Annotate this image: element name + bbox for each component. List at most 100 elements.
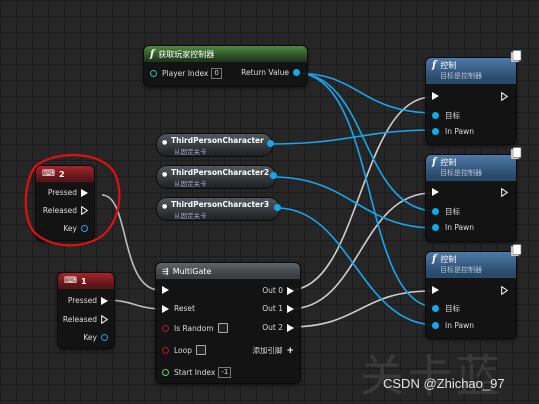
in-pawn-pin[interactable] (432, 128, 439, 135)
ref-output-pin[interactable] (274, 204, 281, 211)
start-index-pin[interactable] (162, 369, 169, 376)
function-icon: f (432, 254, 437, 265)
target-row: 目标 (432, 303, 460, 314)
exec-out-row (501, 92, 508, 101)
reset-row: Reset (162, 304, 195, 313)
key-row: Key (63, 224, 88, 233)
pressed-exec-pin[interactable] (101, 296, 108, 305)
possess-node-1[interactable]: f 控制 目标是控制器 目标 In Pawn (426, 50, 522, 144)
exec-in-row (432, 188, 439, 196)
key-label: Key (63, 224, 77, 233)
add-pin-label: 添加引脚 (252, 346, 283, 355)
is-random-pin[interactable] (162, 324, 169, 332)
in-pawn-row: In Pawn (432, 127, 474, 136)
reset-label: Reset (174, 304, 195, 313)
key-label: Key (83, 333, 97, 342)
node-subtitle: 目标是控制器 (440, 169, 482, 177)
player-index-pin[interactable] (150, 70, 157, 77)
exec-wire-out2 (289, 290, 433, 328)
is-random-checkbox[interactable] (217, 323, 228, 333)
key-output-pin[interactable] (81, 225, 88, 232)
loop-checkbox[interactable] (196, 345, 206, 355)
released-row: Released (43, 206, 88, 215)
ref-title: ThirdPersonCharacter (171, 136, 264, 145)
red-annotation-circle (24, 154, 121, 247)
exec-wire-key2-to-multigate (101, 194, 161, 291)
exec-input-pin[interactable] (432, 92, 439, 100)
target-pin[interactable] (432, 305, 439, 312)
player-index-row: Player Index 0 (150, 68, 222, 79)
node-title: 2 (59, 169, 65, 179)
pressed-exec-pin[interactable] (81, 188, 88, 197)
target-pin[interactable] (432, 112, 439, 119)
key-2-event-node[interactable]: ⌨ 2 Pressed Released Key (36, 166, 94, 240)
reset-exec-pin[interactable] (162, 304, 169, 313)
out1-label: Out 1 (262, 304, 283, 313)
third-person-character3-ref-node[interactable]: ThirdPersonCharacter3 从固定关卡 ● (157, 198, 281, 220)
node-header: f 控制 目标是控制器 (426, 252, 516, 278)
multigate-node[interactable]: ⇶ MultiGate Reset Is Random Loop Start I… (156, 263, 300, 383)
player-index-label: Player Index (162, 69, 209, 78)
node-title: MultiGate (172, 266, 212, 276)
start-index-row: Start Index -1 (162, 367, 232, 378)
exec-in-row (432, 92, 439, 100)
target-label: 目标 (445, 207, 460, 216)
possess-node-2[interactable]: f 控制 目标是控制器 目标 In Pawn (426, 147, 522, 241)
exec-out-row (501, 286, 508, 295)
object-wire-char2-pawn2 (272, 176, 437, 229)
key-1-event-node[interactable]: ⌨ 1 Pressed Released Key (58, 273, 114, 348)
released-exec-pin[interactable] (81, 206, 88, 215)
target-row: 目标 (432, 110, 460, 121)
object-wire-controller-target2 (295, 72, 437, 212)
object-wire-char1-pawn1 (269, 129, 437, 145)
exec-input-pin[interactable] (432, 286, 439, 294)
node-header: ⇶ MultiGate (156, 263, 300, 279)
released-exec-pin[interactable] (101, 315, 108, 324)
exec-output-pin[interactable] (501, 188, 508, 197)
out1-exec-pin[interactable] (287, 304, 294, 313)
get-player-controller-node[interactable]: f 获取玩家控制器 Player Index 0 Return Value (144, 46, 307, 86)
in-pawn-pin[interactable] (432, 322, 439, 329)
node-title: 1 (81, 276, 87, 286)
node-title: 控制 (440, 255, 457, 264)
return-value-pin[interactable] (293, 69, 300, 76)
player-index-input[interactable]: 0 (211, 68, 222, 79)
start-index-input[interactable]: -1 (218, 367, 232, 378)
possess-node-3[interactable]: f 控制 目标是控制器 目标 In Pawn (426, 244, 522, 338)
ref-output-pin[interactable] (267, 140, 274, 147)
out0-exec-pin[interactable] (287, 286, 294, 295)
node-header: ⌨ 1 (58, 273, 114, 289)
in-pawn-pin[interactable] (432, 224, 439, 231)
node-subtitle: 目标是控制器 (440, 266, 482, 274)
network-call-icon (510, 50, 522, 63)
return-value-label: Return Value (241, 68, 289, 77)
is-random-label: Is Random (174, 323, 214, 333)
exec-input-pin[interactable] (432, 188, 439, 196)
pressed-label: Pressed (67, 296, 97, 305)
ref-title: ThirdPersonCharacter2 (171, 168, 270, 177)
exec-output-pin[interactable] (501, 286, 508, 295)
plus-icon: + (286, 345, 294, 356)
in-pawn-label: In Pawn (445, 223, 475, 232)
target-pin[interactable] (432, 208, 439, 215)
add-pin-button[interactable]: 添加引脚 + (252, 345, 294, 356)
key-output-pin[interactable] (101, 334, 108, 341)
exec-output-pin[interactable] (501, 92, 508, 101)
released-row: Released (63, 315, 108, 324)
loop-pin[interactable] (162, 346, 169, 354)
exec-in-row (162, 286, 169, 294)
out2-exec-pin[interactable] (287, 323, 294, 332)
ref-subtitle: 从固定关卡 (174, 148, 207, 156)
ref-dot-icon: ● (162, 171, 168, 178)
object-wire-controller-target3 (295, 72, 437, 308)
third-person-character-ref-node[interactable]: ThirdPersonCharacter 从固定关卡 ● (157, 134, 274, 156)
pressed-row: Pressed (68, 296, 108, 305)
out0-label: Out 0 (262, 286, 283, 295)
third-person-character2-ref-node[interactable]: ThirdPersonCharacter2 从固定关卡 ● (157, 166, 277, 188)
ref-subtitle: 从固定关卡 (174, 212, 207, 220)
loop-label: Loop (174, 345, 192, 355)
network-call-icon (510, 244, 522, 257)
ref-output-pin[interactable] (270, 172, 277, 179)
node-header: ⌨ 2 (36, 166, 94, 182)
exec-input-pin[interactable] (162, 286, 169, 294)
